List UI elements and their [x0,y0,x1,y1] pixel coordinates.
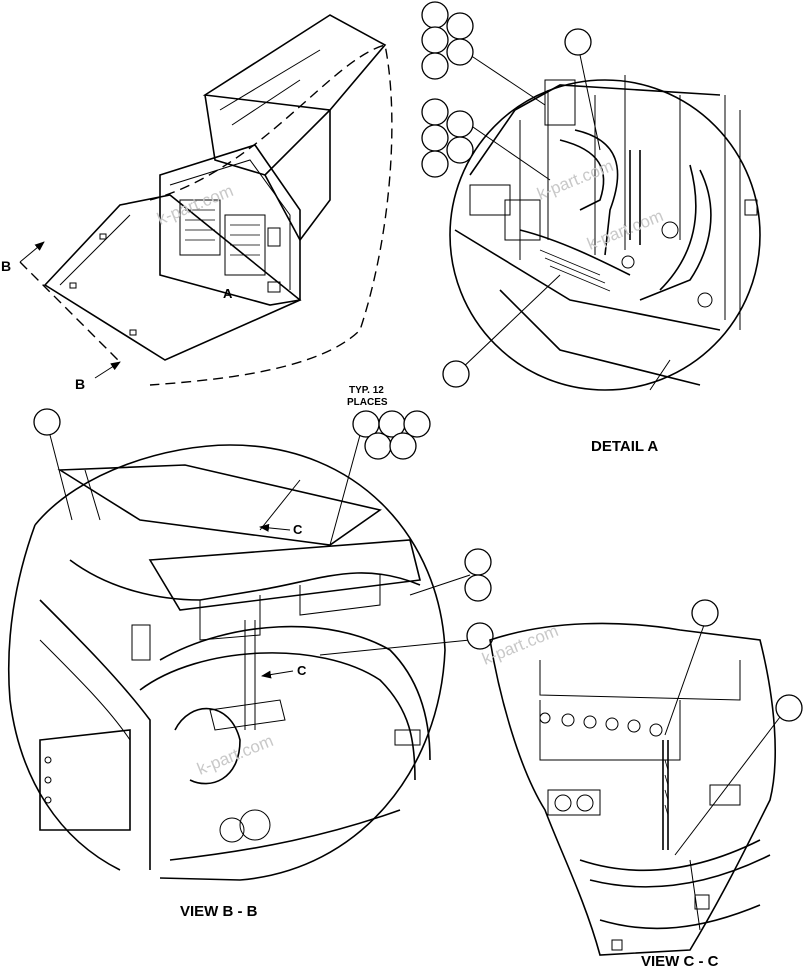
detail-a-title: DETAIL A [591,438,658,455]
detail-a-view [449,75,761,391]
section-b-arrows [19,241,121,379]
watermark-view-bb: k-part.com [194,731,276,779]
section-b-label-bottom: B [75,376,85,392]
view-bb-title: VIEW B - B [180,903,258,920]
typ-note-line2: PLACES [347,397,388,408]
detail-a-marker: A [223,286,233,301]
overview-machine [43,14,393,386]
view-bb-callouts [33,408,494,656]
view-c-marker-mid: C [297,663,307,678]
view-cc-title: VIEW C - C [641,953,719,970]
detail-a-callouts [421,1,601,388]
typ-note-line1: TYP. 12 [349,385,384,396]
watermark-overview: k-part.com [154,181,236,229]
section-b-label-left: B [1,258,11,274]
view-c-marker-top: C [293,522,303,537]
view-c-c [489,622,776,956]
view-b-b [7,444,446,881]
view-cc-callouts [664,599,803,856]
